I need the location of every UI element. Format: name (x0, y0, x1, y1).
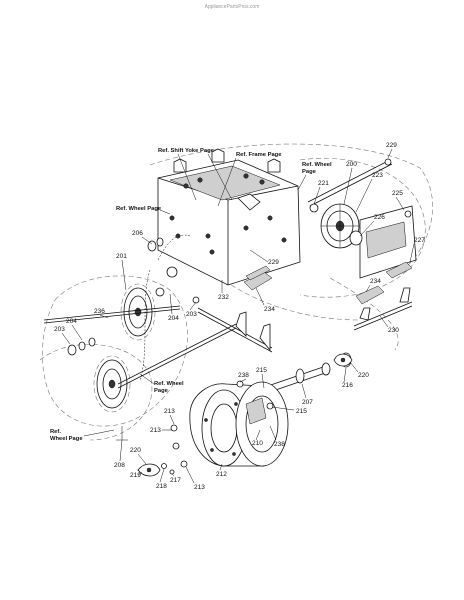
callout-229-b: 229 (268, 259, 279, 266)
callout-238-b: 238 (274, 441, 285, 448)
callout-206: 206 (132, 230, 143, 237)
friction-wheel-assembly (307, 158, 417, 279)
callout-229: 229 (386, 142, 397, 149)
callout-203-a: 203 (186, 311, 197, 318)
callout-204-a: 204 (168, 315, 179, 322)
callout-232: 232 (218, 294, 229, 301)
ref-wheel-mid-label-2: Page (154, 388, 169, 394)
ref-wheel-low-label-2: Wheel Page (50, 436, 83, 442)
callout-234-b: 234 (370, 278, 381, 285)
callout-217: 217 (170, 477, 181, 484)
callout-227: 227 (414, 237, 425, 244)
callout-226: 226 (374, 214, 385, 221)
callout-218: 218 (156, 483, 167, 490)
callout-207: 207 (302, 399, 313, 406)
watermark: AppliancePartsPros.com (205, 4, 260, 10)
callout-234-a: 234 (264, 306, 275, 313)
ref-wheel-left-label: Ref. Wheel Page (116, 206, 162, 212)
callout-230: 230 (388, 327, 399, 334)
ref-wheel-top-label-1: Ref. Wheel (302, 162, 332, 168)
shift-shaft (353, 287, 413, 331)
callout-204-b: 204 (66, 318, 77, 325)
callout-220-b: 220 (130, 447, 141, 454)
wheel-hub-assembly (137, 353, 353, 477)
callout-236: 236 (94, 308, 105, 315)
transmission-frame (157, 148, 301, 286)
callouts: 229 200 221 223 225 226 227 206 201 229 … (54, 142, 425, 491)
callout-219: 219 (130, 472, 141, 479)
axles (43, 237, 273, 441)
callout-220-a: 220 (358, 372, 369, 379)
callout-213-b: 213 (150, 427, 161, 434)
chain-upper (139, 234, 191, 381)
callout-238-a: 238 (238, 372, 249, 379)
ref-frame-label: Ref. Frame Page (236, 152, 282, 158)
spring-plates (243, 261, 413, 305)
callout-221: 221 (318, 180, 329, 187)
callout-208: 208 (114, 462, 125, 469)
ref-wheel-low-label-1: Ref. (50, 429, 61, 435)
callout-213-c: 213 (194, 484, 205, 491)
ref-shift-yoke-label: Ref. Shift Yoke Page (158, 148, 215, 154)
callout-225: 225 (392, 190, 403, 197)
ref-wheel-top-label-2: Page (302, 169, 317, 175)
ref-wheel-mid-label-1: Ref. Wheel (154, 381, 184, 387)
callout-210: 210 (252, 440, 263, 447)
callout-213-a: 213 (164, 408, 175, 415)
callout-201: 201 (116, 253, 127, 260)
callout-200: 200 (346, 161, 357, 168)
ref-labels: Ref. Shift Yoke Page Ref. Frame Page Ref… (50, 148, 332, 442)
callout-215-a: 215 (256, 367, 267, 374)
lower-sprocket (93, 355, 131, 413)
callout-216: 216 (342, 382, 353, 389)
callout-223: 223 (372, 172, 383, 179)
callout-212: 212 (216, 471, 227, 478)
callout-215-b: 215 (296, 408, 307, 415)
callout-203-b: 203 (54, 326, 65, 333)
